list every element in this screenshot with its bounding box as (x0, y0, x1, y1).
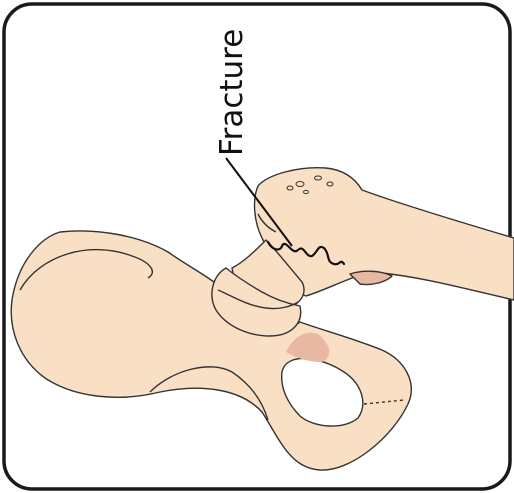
lesser-trochanter (350, 271, 392, 284)
femur-bone (212, 168, 514, 336)
fracture-label: Fracture (214, 29, 250, 156)
